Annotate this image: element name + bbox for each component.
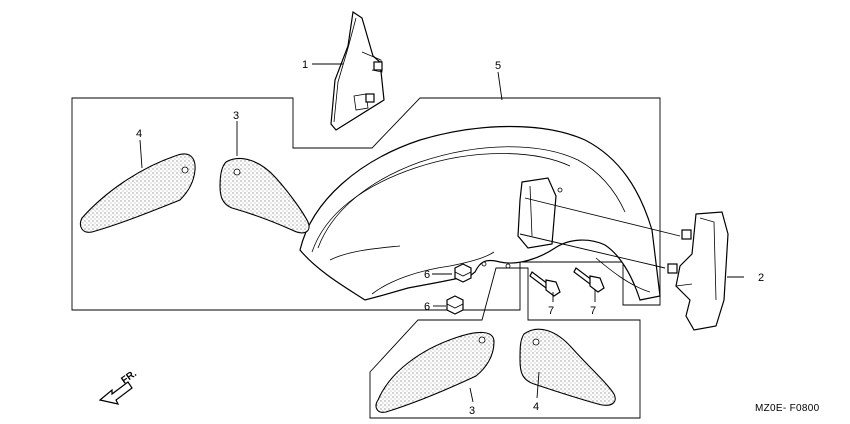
callout-2: 2 [758,272,764,284]
part-3-pad-upper [219,158,310,234]
part-7-bolt-left [529,271,561,297]
callout-7-left: 7 [548,305,554,317]
pad-hole-upper-4 [181,166,189,174]
arrow-left-icon [98,381,133,405]
callout-5: 5 [495,60,501,72]
mount-line-upper [524,197,681,237]
callout-4-lower: 4 [533,401,539,413]
callout-6-lower: 6 [424,301,430,313]
part-1-bracket [330,10,385,131]
callout-3-lower: 3 [469,405,475,417]
diagram-code: MZ0E- F0800 [755,403,820,414]
leader-lines [139,63,744,403]
group-outline-upper [71,97,661,311]
callout-1: 1 [302,59,308,71]
pad-hole-upper-3 [233,168,241,176]
front-direction-indicator: FR. [98,368,139,405]
part-6-nut-upper [454,263,472,283]
part-7-bolt-right [573,267,605,293]
group-outline-lower [369,267,641,419]
mount-line-lower [519,233,666,269]
callout-4-upper: 4 [136,128,142,140]
part-5-front-fender [299,125,661,301]
part-3-pad-lower [375,331,495,413]
part-4-pad-lower [519,328,616,406]
pad-hole-lower-3 [478,336,486,344]
callout-6-upper: 6 [424,269,430,281]
part-2-bracket [667,211,729,331]
front-label: FR. [119,368,139,386]
callout-7-right: 7 [590,305,596,317]
part-6-nut-lower [446,295,464,315]
part-4-pad-upper [79,153,196,233]
callout-3-upper: 3 [233,110,239,122]
pad-hole-lower-4 [532,338,540,346]
